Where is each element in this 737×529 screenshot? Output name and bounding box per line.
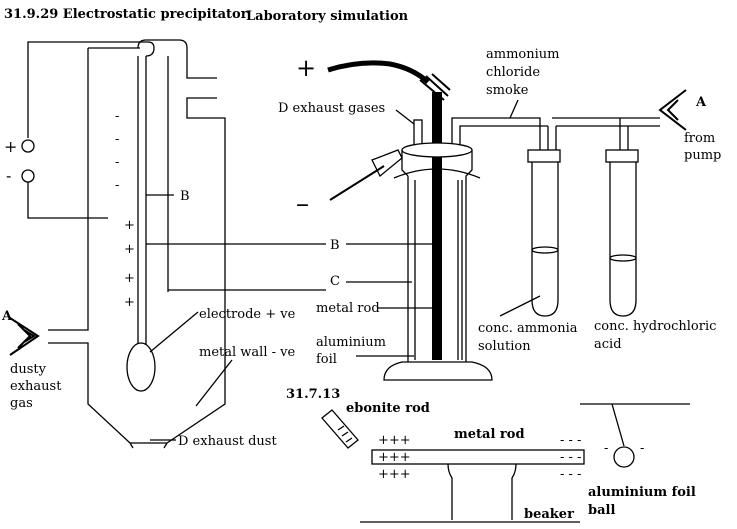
tube2-body <box>609 162 637 317</box>
acid-label-line2: acid <box>594 337 622 352</box>
electrode-hook <box>145 41 155 57</box>
pump-label-line2: pump <box>684 148 721 163</box>
rod-minus-charges-top: - - - <box>560 433 581 448</box>
inlet-arrow-icon <box>9 317 40 356</box>
pump-label-line1: from <box>684 131 715 146</box>
label-a-pump: A <box>695 95 707 110</box>
smoke-leader <box>509 99 519 119</box>
smoke-label-line3: smoke <box>486 83 529 98</box>
negative-clip <box>371 149 403 178</box>
rod-charge: + <box>124 295 135 310</box>
inlet-label-line1: dusty <box>10 362 47 377</box>
ammonia-test-tube <box>527 149 561 317</box>
terminal-positive <box>21 139 35 153</box>
rod-charge: + <box>124 271 135 286</box>
precipitator: + - - - - - + + + + B A dusty exhaust ga… <box>1 39 296 449</box>
diagram-subtitle: Laboratory simulation <box>246 9 409 24</box>
ebonite-experiment: 31.7.13 ebonite rod metal rod +++ - - - … <box>286 387 696 523</box>
jar-base <box>383 361 493 381</box>
ammonia-label-line1: conc. ammonia <box>478 321 578 336</box>
label-c-sim: C <box>330 274 340 289</box>
wall-charge: - <box>115 109 119 124</box>
ebonite-rod <box>321 409 359 449</box>
ammonia-leader <box>499 295 541 317</box>
rod-plus-charges-mid: +++ <box>378 450 411 465</box>
pump-arrow-icon <box>658 89 687 131</box>
sim-plus-sign: + <box>296 54 316 82</box>
beaker-label: beaker <box>524 507 574 522</box>
smoke-label-line2: chloride <box>486 65 540 80</box>
negative-lead <box>329 165 385 201</box>
supply-wire <box>27 41 148 219</box>
rod-charge: + <box>124 218 135 233</box>
label-b-sim: B <box>330 238 340 253</box>
tube2-stopper <box>605 149 639 163</box>
connecting-tube <box>451 117 660 152</box>
rod-charge: + <box>124 242 135 257</box>
terminal-negative <box>21 169 35 183</box>
thread <box>611 403 625 447</box>
wall-label: metal wall - ve <box>199 345 295 360</box>
tube2-liquid-level <box>609 254 637 262</box>
rod-label: metal rod <box>316 301 380 316</box>
electrode-leader <box>149 311 199 353</box>
sim-minus-sign: – <box>296 189 309 219</box>
wall-charge: - <box>115 132 119 147</box>
positive-lead <box>327 60 430 84</box>
tube1-liquid-level <box>531 246 559 254</box>
gas-jar <box>393 149 481 362</box>
tube1-stopper <box>527 149 561 163</box>
supply-plus-sign: + <box>4 137 17 156</box>
precipitator-wall <box>48 39 226 444</box>
inlet-label-line2: exhaust <box>10 379 62 394</box>
ball-label-line1: aluminium foil <box>588 485 696 500</box>
foil-label-line2: foil <box>316 352 337 367</box>
diagram-title: 31.9.29 Electrostatic precipitator <box>4 7 248 22</box>
inlet-label-line3: gas <box>10 396 33 411</box>
metal-rod <box>371 449 585 465</box>
wall-leader <box>195 359 233 407</box>
exhaust-label: D exhaust gases <box>278 101 385 116</box>
beaker <box>447 463 517 520</box>
experiment-ref: 31.7.13 <box>286 387 340 402</box>
dust-outlet <box>129 442 168 449</box>
ball-minus-right: - <box>640 441 644 456</box>
supply-minus-sign: - <box>6 166 11 185</box>
ebonite-rod-hatch <box>337 425 353 443</box>
electrode-label: electrode + ve <box>199 307 296 322</box>
ball-label-line2: ball <box>588 503 615 518</box>
ebonite-label: ebonite rod <box>346 401 430 416</box>
foil-ball <box>613 446 635 468</box>
foil-label-line1: aluminium <box>316 335 386 350</box>
wall-charge: - <box>115 178 119 193</box>
tube1-body <box>531 162 559 317</box>
acid-label-line1: conc. hydrochloric <box>594 319 716 334</box>
label-b: B <box>180 189 190 204</box>
dust-label: D exhaust dust <box>178 434 277 449</box>
label-a-inlet: A <box>1 309 13 324</box>
ammonia-label-line2: solution <box>478 339 531 354</box>
central-rod <box>432 92 442 360</box>
acid-test-tube <box>605 149 639 317</box>
lab-simulation: + – D exhaust gases <box>146 47 721 381</box>
rod-minus-charges-mid: - - - <box>560 450 581 465</box>
electrode-bulb <box>126 342 156 392</box>
exhaust-leader <box>395 109 415 125</box>
metal-rod-label: metal rod <box>454 427 525 442</box>
rod-plus-charges-bottom: +++ <box>378 467 411 482</box>
rod-minus-charges-bottom: - - - <box>560 467 581 482</box>
electrode-rod <box>137 56 147 346</box>
smoke-label-line1: ammonium <box>486 47 559 62</box>
rod-plus-charges-top: +++ <box>378 433 411 448</box>
wall-charge: - <box>115 155 119 170</box>
jar-lid <box>401 142 473 158</box>
ball-minus-left: - <box>604 441 608 456</box>
